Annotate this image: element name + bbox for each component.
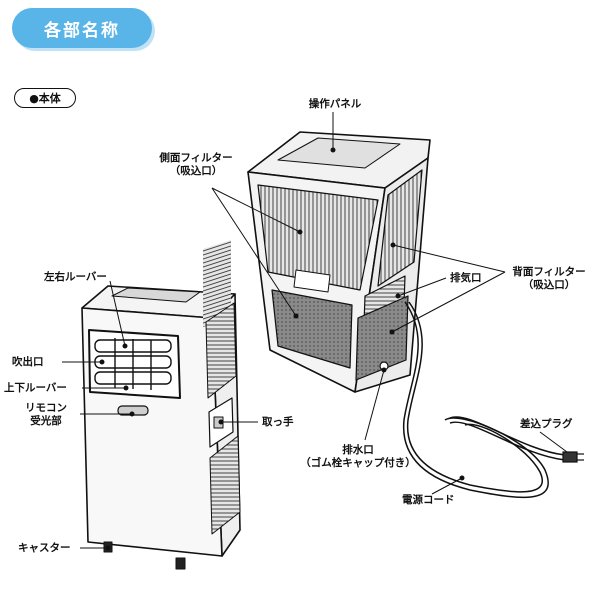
subsection-pill: ●本体 bbox=[14, 88, 76, 108]
section-title: 各部名称 bbox=[44, 20, 120, 41]
label-ud-louver: 上下ルーバー bbox=[4, 382, 67, 394]
label-operation-panel: 操作パネル bbox=[308, 98, 362, 110]
label-exhaust: 排気口 bbox=[450, 272, 482, 284]
label-power-cord: 電源コード bbox=[402, 494, 455, 506]
plug-icon bbox=[562, 451, 584, 463]
label-plug: 差込プラグ bbox=[520, 418, 573, 430]
label-caster: キャスター bbox=[18, 542, 71, 554]
section-title-badge: 各部名称 bbox=[12, 8, 152, 48]
front-unit bbox=[81, 239, 241, 570]
subsection-label: ●本体 bbox=[29, 92, 61, 105]
power-cord bbox=[402, 301, 566, 499]
label-lr-louver: 左右ルーバー bbox=[44, 271, 107, 283]
label-handle: 取っ手 bbox=[262, 416, 294, 428]
leader-lines bbox=[62, 112, 568, 551]
label-back-filter: 背面フィルター （吸込口） bbox=[512, 266, 586, 291]
label-side-filter: 側面フィルター （吸込口） bbox=[159, 152, 233, 177]
back-unit bbox=[247, 131, 431, 393]
label-outlet: 吹出口 bbox=[12, 356, 44, 368]
label-drain: 排水口 （ゴム栓キャップ付き） bbox=[300, 444, 416, 469]
label-remote-receiver: リモコン 受光部 bbox=[25, 402, 67, 427]
